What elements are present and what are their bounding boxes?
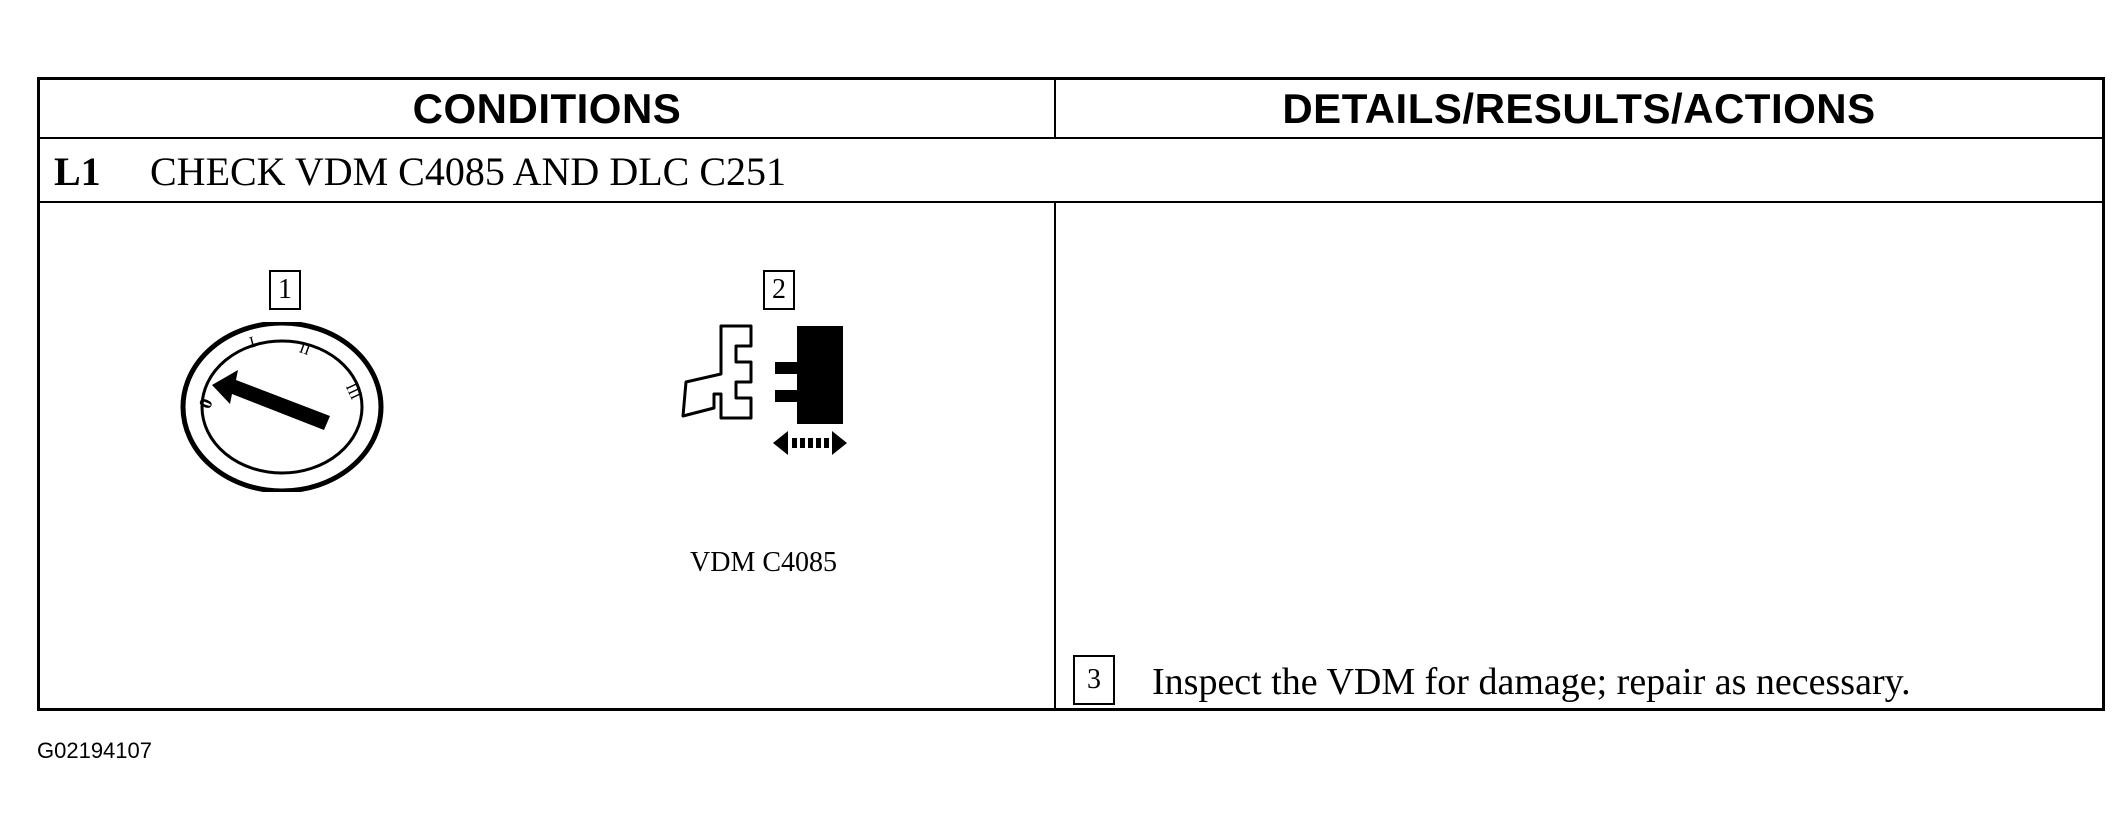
connector-half-open xyxy=(681,324,753,420)
connector-caption: VDM C4085 xyxy=(690,547,838,578)
switch-pointer-arrow xyxy=(212,370,330,430)
switch-mark-start: III xyxy=(342,381,364,403)
conditions-header: CONDITIONS xyxy=(412,84,682,132)
condition-number-box: 2 xyxy=(763,270,795,310)
diagnostic-table: CONDITIONS DETAILS/RESULTS/ACTIONS L1 CH… xyxy=(37,77,2105,711)
table-header: CONDITIONS DETAILS/RESULTS/ACTIONS xyxy=(40,80,2102,139)
column-divider xyxy=(1054,203,1056,711)
switch-mark-accessory: I xyxy=(248,334,258,352)
step-title: CHECK VDM C4085 AND DLC C251 xyxy=(150,149,786,194)
condition-number: 2 xyxy=(772,274,786,305)
connector-half-solid xyxy=(775,326,843,424)
header-divider xyxy=(1054,80,1056,137)
double-arrow-left xyxy=(773,431,788,455)
condition-number-box: 1 xyxy=(269,270,301,310)
action-number-box: 3 xyxy=(1073,655,1115,705)
figure-id: G02194107 xyxy=(37,738,152,763)
action-text: Inspect the VDM for damage; repair as ne… xyxy=(1152,661,1911,703)
condition-number: 1 xyxy=(278,274,292,305)
action-number: 3 xyxy=(1087,664,1101,695)
disconnect-connector-icon xyxy=(681,324,847,455)
step-row: L1 CHECK VDM C4085 AND DLC C251 xyxy=(40,139,2102,203)
ignition-switch-off-icon: 0 I II III xyxy=(180,322,384,492)
details-header: DETAILS/RESULTS/ACTIONS xyxy=(1282,84,1876,132)
double-arrow-right xyxy=(832,431,847,455)
step-id: L1 xyxy=(54,149,101,194)
